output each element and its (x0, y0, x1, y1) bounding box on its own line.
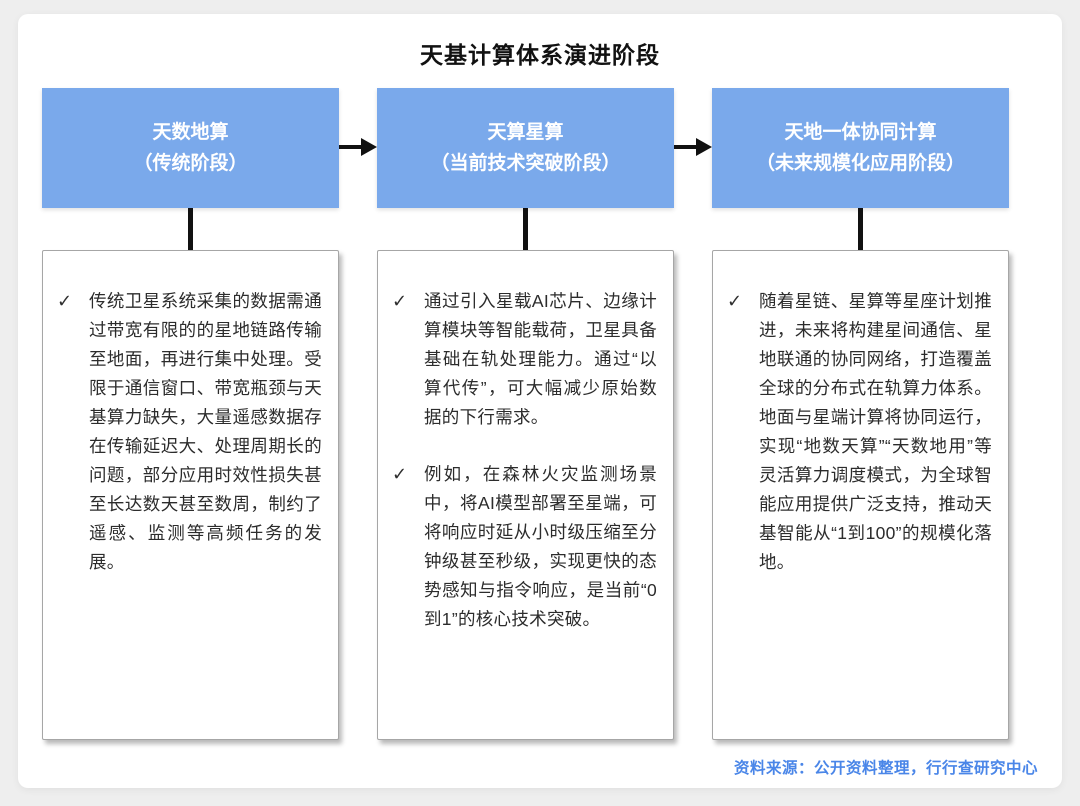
checkmark-icon: ✓ (57, 291, 73, 311)
bullet-text: 通过引入星载AI芯片、边缘计算模块等智能载荷，卫星具备基础在轨处理能力。通过“以… (424, 291, 657, 427)
bullet-text: 传统卫星系统采集的数据需通过带宽有限的的星地链路传输至地面，再进行集中处理。受限… (89, 291, 322, 572)
right-arrow-icon (674, 138, 712, 156)
stage-1-detail-box: ✓ 传统卫星系统采集的数据需通过带宽有限的的星地链路传输至地面，再进行集中处理。… (42, 250, 339, 740)
connector-line-2 (523, 208, 528, 250)
list-item: ✓ 通过引入星载AI芯片、边缘计算模块等智能载荷，卫星具备基础在轨处理能力。通过… (392, 287, 657, 432)
diagram-card: 天基计算体系演进阶段 天数地算 （传统阶段） 天算星算 （当前技术突破阶段） 天… (18, 14, 1062, 788)
bullet-text: 随着星链、星算等星座计划推进，未来将构建星间通信、星地联通的协同网络，打造覆盖全… (759, 291, 992, 572)
stage-3-subtitle: （未来规模化应用阶段） (755, 153, 965, 174)
stage-3-detail-box: ✓ 随着星链、星算等星座计划推进，未来将构建星间通信、星地联通的协同网络，打造覆… (712, 250, 1009, 740)
bullet-text: 例如，在森林火灾监测场景中，将AI模型部署至星端，可将响应时延从小时级压缩至分钟… (424, 464, 657, 629)
connector-line-3 (858, 208, 863, 250)
stage-2-subtitle: （当前技术突破阶段） (430, 153, 621, 174)
data-source-note: 资料来源：公开资料整理，行行查研究中心 (733, 760, 1038, 777)
arrow-shaft (674, 145, 700, 149)
connector-line-1 (188, 208, 193, 250)
stage-3-name: 天地一体协同计算 (784, 121, 937, 143)
arrow-shaft (339, 145, 365, 149)
stage-header-3: 天地一体协同计算 （未来规模化应用阶段） (712, 88, 1009, 208)
checkmark-icon: ✓ (727, 291, 743, 311)
stage-2-name: 天算星算 (487, 121, 564, 143)
list-item: ✓ 随着星链、星算等星座计划推进，未来将构建星间通信、星地联通的协同网络，打造覆… (727, 287, 992, 577)
checkmark-icon: ✓ (392, 464, 408, 484)
page-title: 天基计算体系演进阶段 (420, 42, 660, 68)
stage-2-detail-box: ✓ 通过引入星载AI芯片、边缘计算模块等智能载荷，卫星具备基础在轨处理能力。通过… (377, 250, 674, 740)
stage-header-2: 天算星算 （当前技术突破阶段） (377, 88, 674, 208)
arrow-head (696, 138, 712, 156)
stage-header-1: 天数地算 （传统阶段） (42, 88, 339, 208)
checkmark-icon: ✓ (392, 291, 408, 311)
stage-1-name: 天数地算 (152, 121, 229, 143)
list-item: ✓ 传统卫星系统采集的数据需通过带宽有限的的星地链路传输至地面，再进行集中处理。… (57, 287, 322, 577)
right-arrow-icon (339, 138, 377, 156)
list-item: ✓ 例如，在森林火灾监测场景中，将AI模型部署至星端，可将响应时延从小时级压缩至… (392, 460, 657, 634)
stage-1-subtitle: （传统阶段） (133, 153, 248, 174)
arrow-head (361, 138, 377, 156)
